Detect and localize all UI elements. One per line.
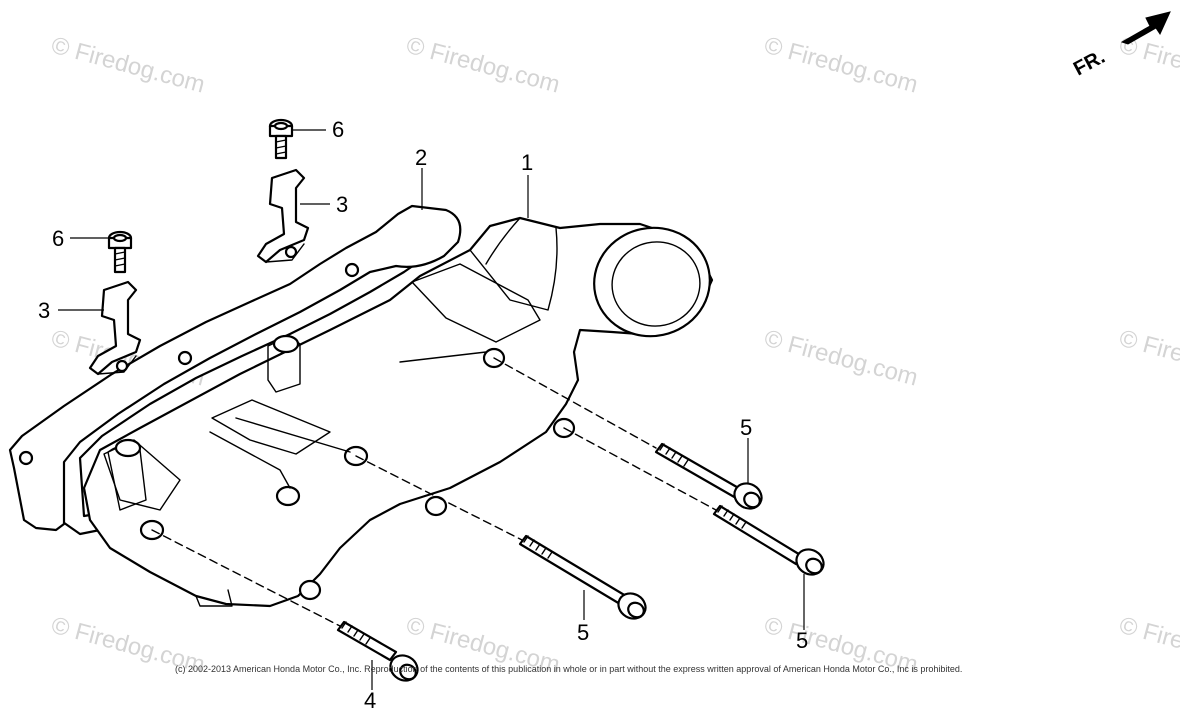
callout-label: 3 — [38, 298, 50, 323]
flange-bolt-upper — [268, 118, 294, 160]
callout-label: 4 — [364, 688, 376, 713]
callout-label: 1 — [521, 150, 533, 175]
manifold-body — [82, 216, 714, 608]
callout-labels: 1 2 3 3 4 5 5 5 6 6 — [38, 117, 808, 713]
copyright-notice: (c) 2002-2013 American Honda Motor Co., … — [175, 664, 963, 674]
front-arrow-icon — [1120, 11, 1171, 45]
gasket — [8, 204, 462, 536]
bolt-5-center — [518, 534, 647, 620]
front-direction-label: FR. — [1070, 46, 1109, 81]
watermark: © Firedog.com — [1116, 612, 1180, 679]
leader-lines — [58, 129, 805, 690]
bolt-5-upper — [654, 442, 763, 510]
bolt-4 — [336, 620, 419, 682]
clamp-bracket-upper — [256, 168, 310, 264]
watermark: © Firedog.com — [761, 325, 920, 392]
callout-label: 5 — [577, 620, 589, 645]
flange-bolt-lower — [107, 230, 133, 274]
clamp-bracket-lower — [88, 280, 142, 376]
watermark: © Firedog.com — [403, 32, 562, 99]
callout-label: 6 — [52, 226, 64, 251]
callout-label: 3 — [336, 192, 348, 217]
callout-label: 6 — [332, 117, 344, 142]
watermark: © Firedog.com — [761, 32, 920, 99]
bolt-5-lower — [712, 504, 825, 576]
watermark: © Firedog.com — [1116, 325, 1180, 392]
callout-label: 5 — [796, 628, 808, 653]
callout-label: 5 — [740, 415, 752, 440]
callout-label: 2 — [415, 145, 427, 170]
watermark: © Firedog.com — [48, 32, 207, 99]
